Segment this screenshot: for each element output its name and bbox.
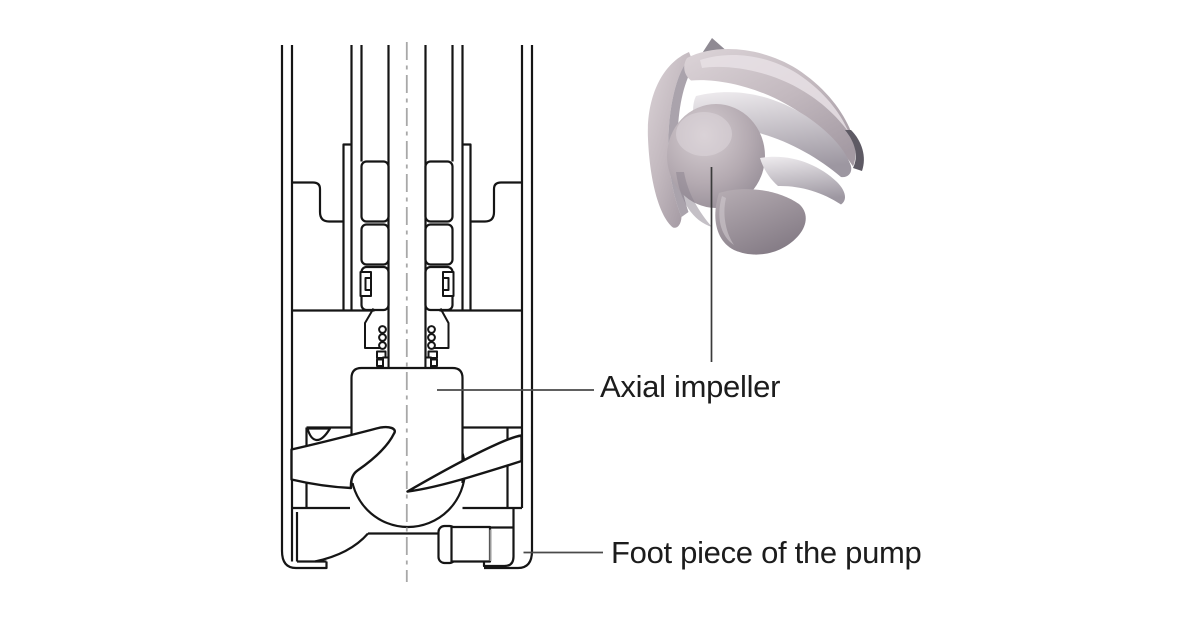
foot-piece-outline	[437, 524, 492, 565]
impeller-photo-hub-shade	[676, 172, 712, 227]
axial-impeller-label: Axial impeller	[600, 369, 781, 404]
impeller-photo-bottom-lobe-sheen	[719, 196, 734, 245]
inner-sleeve-lines	[342, 45, 472, 310]
bearing-stack	[359, 160, 455, 312]
impeller-photo-bottom-lobe	[715, 189, 806, 255]
axial-impeller-photo	[647, 38, 864, 255]
pump-casing-outline	[280, 45, 534, 570]
impeller-blade-left	[290, 425, 396, 490]
impeller-blade-right	[406, 434, 523, 493]
mechanical-seal-assembly	[364, 307, 450, 369]
impeller-photo-top-blade	[684, 49, 856, 167]
leader-lines	[437, 167, 713, 554]
pump-cross-section-drawing	[280, 42, 534, 582]
impeller-photo-top-blade-sheen	[700, 54, 849, 133]
impeller-photo-hub-highlight	[676, 112, 732, 156]
pump-foot-structure	[290, 508, 515, 568]
impeller-photo-right-tip	[845, 130, 864, 171]
foot-piece-label: Foot piece of the pump	[611, 535, 922, 570]
casing-bowl-blocks	[292, 181, 522, 312]
impeller-photo-left-blade	[647, 52, 691, 228]
diffuser-vane	[306, 427, 332, 442]
impeller-photo-lower-right-blade	[760, 156, 845, 205]
impeller-blades	[290, 425, 523, 493]
